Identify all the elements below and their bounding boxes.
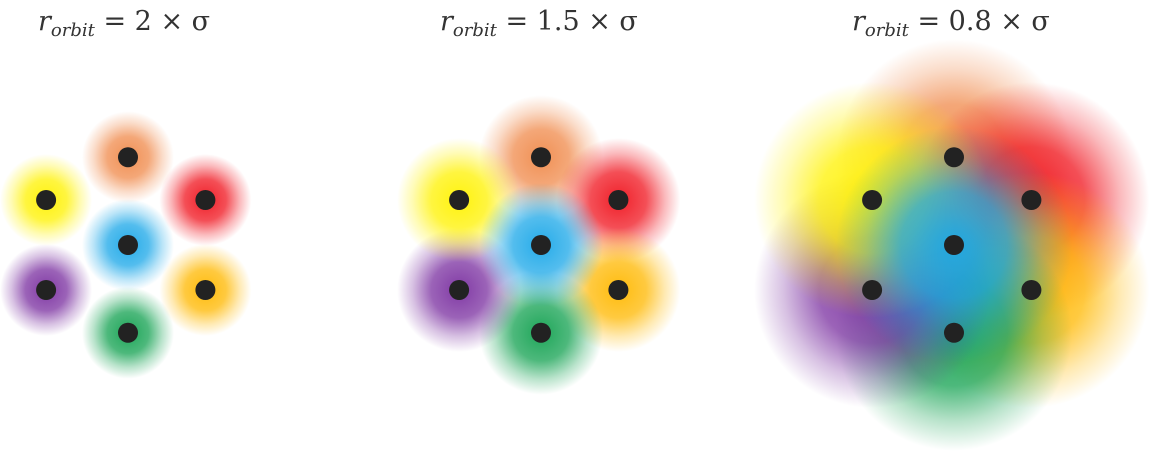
- node-dot-lower-left: [862, 280, 883, 300]
- node-dot-lower-left: [449, 280, 470, 300]
- node-dot-bottom: [944, 322, 964, 343]
- node-dot-upper-left: [449, 190, 470, 210]
- node-dot-top: [118, 147, 138, 168]
- node-dot-center: [531, 235, 551, 255]
- orbit-panel-2: [754, 39, 1150, 451]
- title-subscript: orbit: [50, 20, 95, 41]
- title-symbol: r: [440, 6, 453, 37]
- title-symbol: r: [38, 6, 51, 37]
- node-dot-lower-right: [608, 280, 629, 300]
- node-dot-top: [531, 147, 551, 168]
- node-dot-upper-right: [195, 190, 216, 210]
- title-equation: = 2 × σ: [94, 6, 211, 37]
- title-subscript: orbit: [452, 20, 497, 41]
- node-dot-lower-right: [1021, 280, 1042, 300]
- node-dot-bottom: [118, 322, 138, 343]
- node-dot-lower-left: [36, 280, 57, 300]
- node-dot-upper-right: [608, 190, 629, 210]
- title-symbol: r: [852, 6, 865, 37]
- title-equation: = 0.8 × σ: [908, 6, 1050, 37]
- orbit-panel-0: [0, 111, 252, 379]
- panel-title-0-8sigma: rorbit = 0.8 × σ: [852, 2, 1050, 42]
- node-dot-bottom: [531, 322, 551, 343]
- node-dot-top: [944, 147, 964, 168]
- node-dot-upper-left: [36, 190, 57, 210]
- panel-title-2sigma: rorbit = 2 × σ: [38, 2, 210, 42]
- node-dot-lower-right: [195, 280, 216, 300]
- node-dot-upper-right: [1021, 190, 1042, 210]
- orbit-panel-1: [397, 95, 681, 395]
- panel-title-1-5sigma: rorbit = 1.5 × σ: [440, 2, 638, 42]
- node-dot-center: [118, 235, 138, 255]
- node-dot-upper-left: [862, 190, 883, 210]
- title-equation: = 1.5 × σ: [496, 6, 638, 37]
- title-subscript: orbit: [864, 20, 909, 41]
- node-dot-center: [944, 235, 964, 255]
